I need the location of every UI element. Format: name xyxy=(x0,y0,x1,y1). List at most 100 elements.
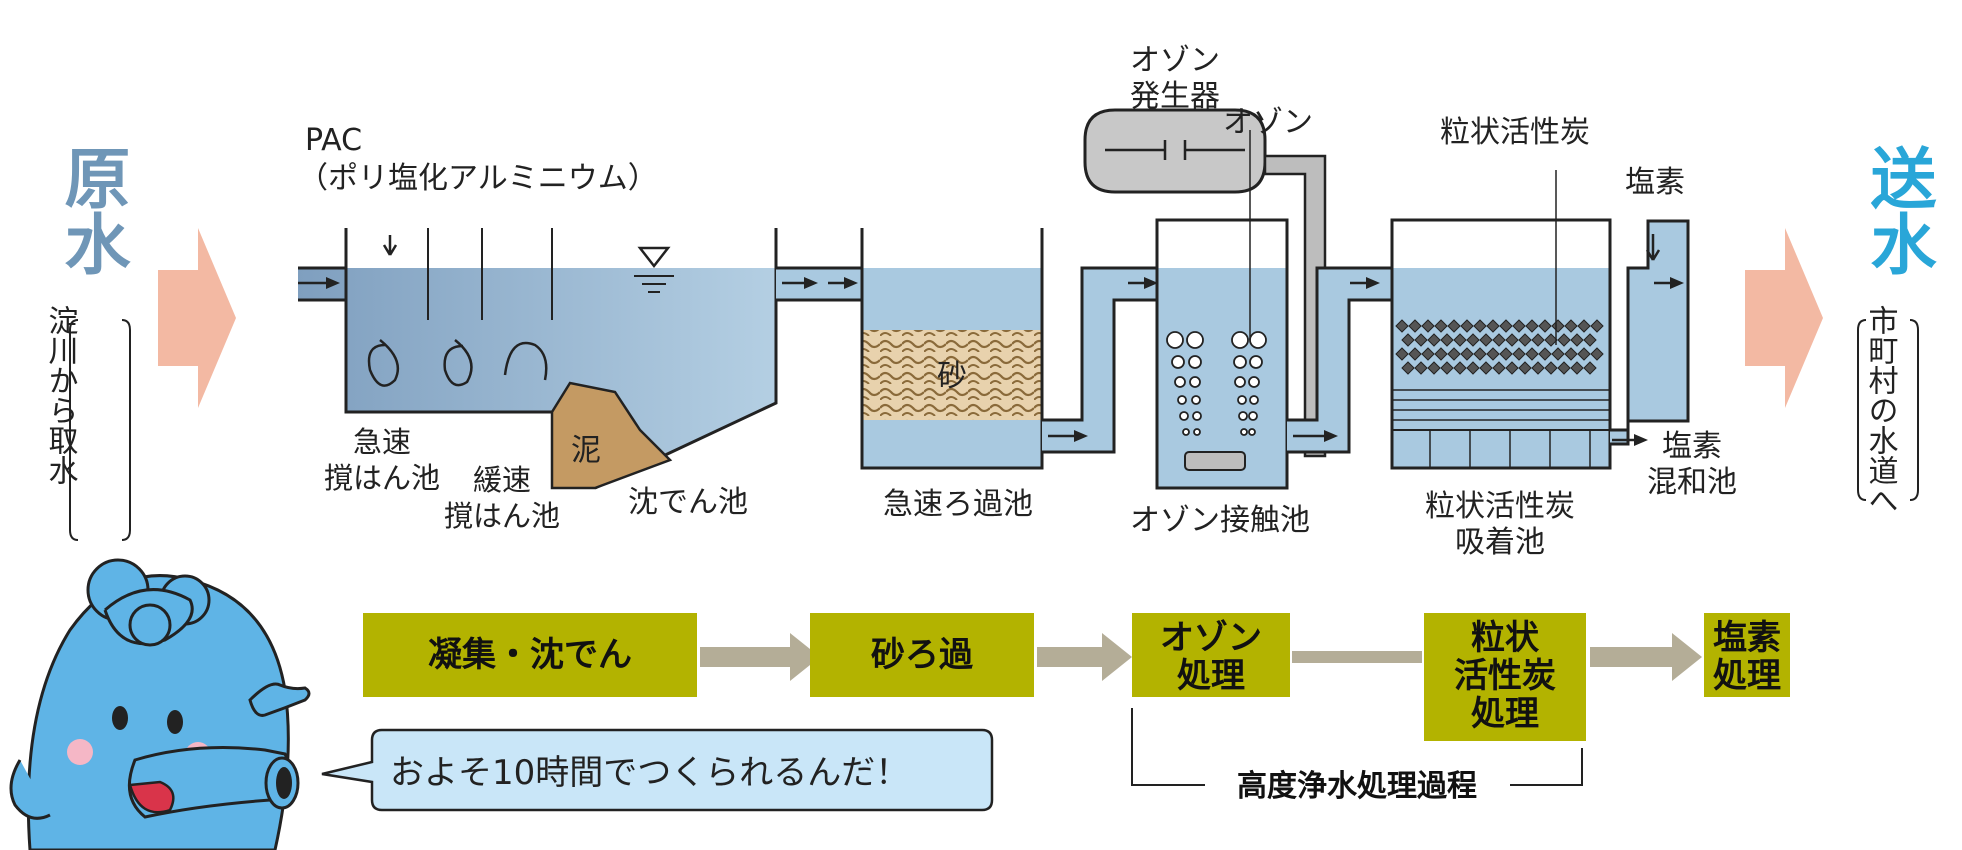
step-coagulation: 凝集・沈でん xyxy=(363,613,697,697)
chlorine-mix-label-1: 塩素 xyxy=(1662,429,1722,464)
destination-title: 送水 xyxy=(1860,144,1937,276)
ozone-contact-label: オゾン接触池 xyxy=(1130,503,1310,538)
gac-bead xyxy=(1466,361,1480,375)
step-label: 処理 xyxy=(1713,656,1781,696)
step-label: 処理 xyxy=(1177,656,1245,696)
gac-bead xyxy=(1512,319,1526,333)
sludge-pile xyxy=(550,381,673,490)
step-arrow-icon xyxy=(1590,633,1702,681)
chlorine-mix-label-2: 混和池 xyxy=(1647,465,1737,500)
gac-bead xyxy=(1512,347,1526,361)
sedimentation-label: 沈でん池 xyxy=(628,485,748,520)
ozone-label: オゾン xyxy=(1223,105,1313,140)
source-note: 淀川から取水 xyxy=(43,305,79,485)
gac-bead xyxy=(1486,347,1500,361)
mascot-character xyxy=(9,558,311,850)
gac-bead xyxy=(1538,347,1552,361)
bracket-left-open xyxy=(69,319,79,541)
gac-bead xyxy=(1525,347,1539,361)
step-label: 塩素 xyxy=(1713,618,1781,658)
step-label: 処理 xyxy=(1471,694,1539,734)
gac-bead xyxy=(1564,347,1578,361)
gac-bead xyxy=(1460,347,1474,361)
gac-bead xyxy=(1447,347,1461,361)
gac-bead xyxy=(1401,361,1415,375)
gac-bead xyxy=(1440,361,1454,375)
gac-bead xyxy=(1518,333,1532,347)
gac-adsorption-label-1: 粒状活性炭 xyxy=(1425,489,1575,524)
inflow-arrow-icon xyxy=(158,228,236,408)
mascot-eye xyxy=(167,710,183,734)
gac-bead xyxy=(1408,319,1422,333)
pac-label: PAC xyxy=(305,123,362,158)
bracket-right-open xyxy=(1857,319,1867,501)
mascot-hand xyxy=(248,682,311,717)
gac-bead xyxy=(1427,333,1441,347)
swirl-icon-2 xyxy=(443,339,473,387)
ozone-generator-label-2: 発生器 xyxy=(1130,79,1220,114)
step-label: 活性炭 xyxy=(1454,656,1556,696)
gac-label: 粒状活性炭 xyxy=(1440,115,1590,150)
step-label: 砂ろ過 xyxy=(871,635,974,675)
gac-bead xyxy=(1414,361,1428,375)
gac-bead xyxy=(1473,347,1487,361)
advanced-treatment-label: 高度浄水処理過程 xyxy=(1237,769,1477,804)
sludge-label: 泥 xyxy=(571,433,601,468)
gac-bead xyxy=(1421,347,1435,361)
gac-bead xyxy=(1538,319,1552,333)
step-label: 凝集・沈でん xyxy=(428,635,632,675)
pac-dosing-arrow-icon xyxy=(382,235,398,256)
gac-bead xyxy=(1499,319,1513,333)
gac-bead xyxy=(1557,361,1571,375)
ozone-generator xyxy=(1083,108,1327,458)
gac-bead xyxy=(1499,347,1513,361)
gac-bead xyxy=(1440,333,1454,347)
mascot-eye xyxy=(112,706,128,730)
gac-bead xyxy=(1492,333,1506,347)
gac-bead xyxy=(1518,361,1532,375)
gac-bead xyxy=(1466,333,1480,347)
slow-mix-label-2: 撹はん池 xyxy=(444,499,560,533)
coagulation-basin: 泥 xyxy=(298,228,778,490)
gac-bead xyxy=(1551,319,1565,333)
mascot-arm xyxy=(9,759,51,820)
gac-bead xyxy=(1531,361,1545,375)
bracket-left-close xyxy=(121,319,131,541)
gac-bead xyxy=(1505,333,1519,347)
sand-label: 砂 xyxy=(937,359,967,394)
source-title: 原水 xyxy=(54,144,131,276)
gac-bead xyxy=(1408,347,1422,361)
gac-bead xyxy=(1544,333,1558,347)
rapid-filter-tank: 砂 xyxy=(860,228,1044,470)
gac-bead xyxy=(1453,361,1467,375)
pac-name-label: （ポリ塩化アルミニウム） xyxy=(298,161,658,196)
speech-bubble xyxy=(321,728,994,812)
step-gac: 粒状 活性炭 処理 xyxy=(1424,613,1586,741)
outflow-arrow-icon xyxy=(1745,228,1823,408)
ozone-generator-label-1: オゾン xyxy=(1130,43,1220,78)
gac-bead xyxy=(1414,333,1428,347)
advanced-bracket xyxy=(1131,708,1583,786)
gac-bead xyxy=(1590,347,1604,361)
gac-bead xyxy=(1453,333,1467,347)
gac-bead xyxy=(1447,319,1461,333)
gac-adsorption-label-2: 吸着池 xyxy=(1455,525,1545,560)
svg-text:送水: 送水 xyxy=(1860,144,1937,276)
gac-bead xyxy=(1395,319,1409,333)
gac-bead xyxy=(1544,361,1558,375)
swirl-icon-3 xyxy=(503,341,548,381)
mascot-cheek xyxy=(67,739,93,765)
water-level-icon xyxy=(637,246,671,269)
gac-bead xyxy=(1479,361,1493,375)
speech-text: およそ10時間でつくられるんだ！ xyxy=(390,753,909,793)
gac-bead xyxy=(1590,319,1604,333)
gac-bead xyxy=(1583,361,1597,375)
gac-bead xyxy=(1570,333,1584,347)
gac-bead xyxy=(1577,319,1591,333)
gac-bead xyxy=(1479,333,1493,347)
svg-text:原水: 原水 xyxy=(54,144,131,276)
slow-mix-label-1: 緩速 xyxy=(473,463,531,497)
gac-bead xyxy=(1505,361,1519,375)
gac-bead xyxy=(1570,361,1584,375)
step-sand-filtration: 砂ろ過 xyxy=(810,613,1034,697)
